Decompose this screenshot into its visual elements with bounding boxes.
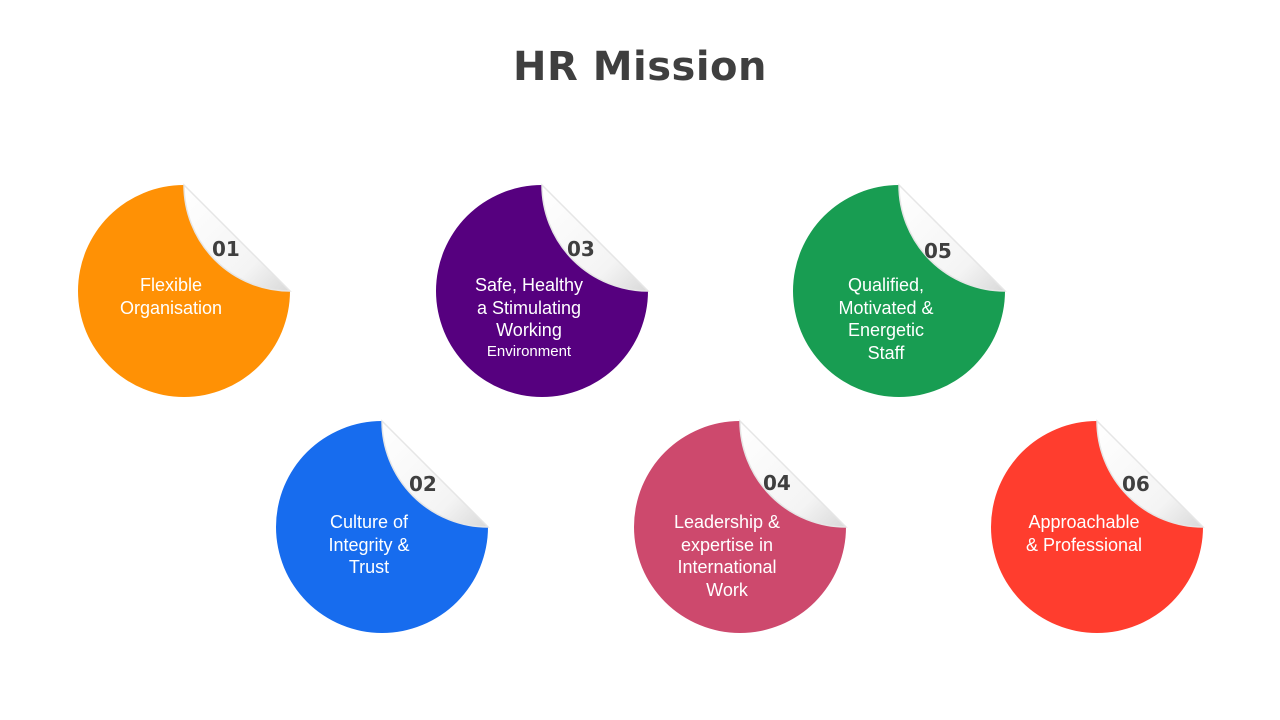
item-number: 05 (924, 239, 952, 263)
mission-item-02: 02 Culture of Integrity & Trust (276, 419, 490, 633)
mission-item-06: 06 Approachable & Professional (991, 419, 1205, 633)
mission-item-01: 01 Flexible Organisation (78, 183, 292, 397)
page-title: HR Mission (512, 44, 767, 90)
item-label: Flexible Organisation (119, 275, 223, 318)
item-label: Safe, Healthy a Stimulating Working Envi… (474, 275, 584, 360)
peeled-sticker-graphic (78, 183, 292, 397)
mission-item-05: 05 Qualified, Motivated & Energetic Staf… (793, 183, 1007, 397)
item-label: Approachable & Professional (1025, 512, 1143, 555)
item-number: 04 (763, 471, 791, 495)
peeled-sticker-graphic (436, 183, 650, 397)
item-number: 01 (212, 237, 240, 261)
item-number: 02 (409, 472, 437, 496)
peeled-sticker-graphic (634, 419, 848, 633)
mission-item-03: 03 Safe, Healthy a Stimulating Working E… (436, 183, 650, 397)
item-label: Leadership & expertise in International … (673, 512, 781, 600)
item-label: Qualified, Motivated & Energetic Staff (838, 275, 934, 363)
peeled-sticker-graphic (793, 183, 1007, 397)
item-label: Culture of Integrity & Trust (328, 512, 410, 577)
item-number: 03 (567, 237, 595, 261)
peeled-sticker-graphic (991, 419, 1205, 633)
mission-item-04: 04 Leadership & expertise in Internation… (634, 419, 848, 633)
item-number: 06 (1122, 472, 1150, 496)
peeled-sticker-graphic (276, 419, 490, 633)
